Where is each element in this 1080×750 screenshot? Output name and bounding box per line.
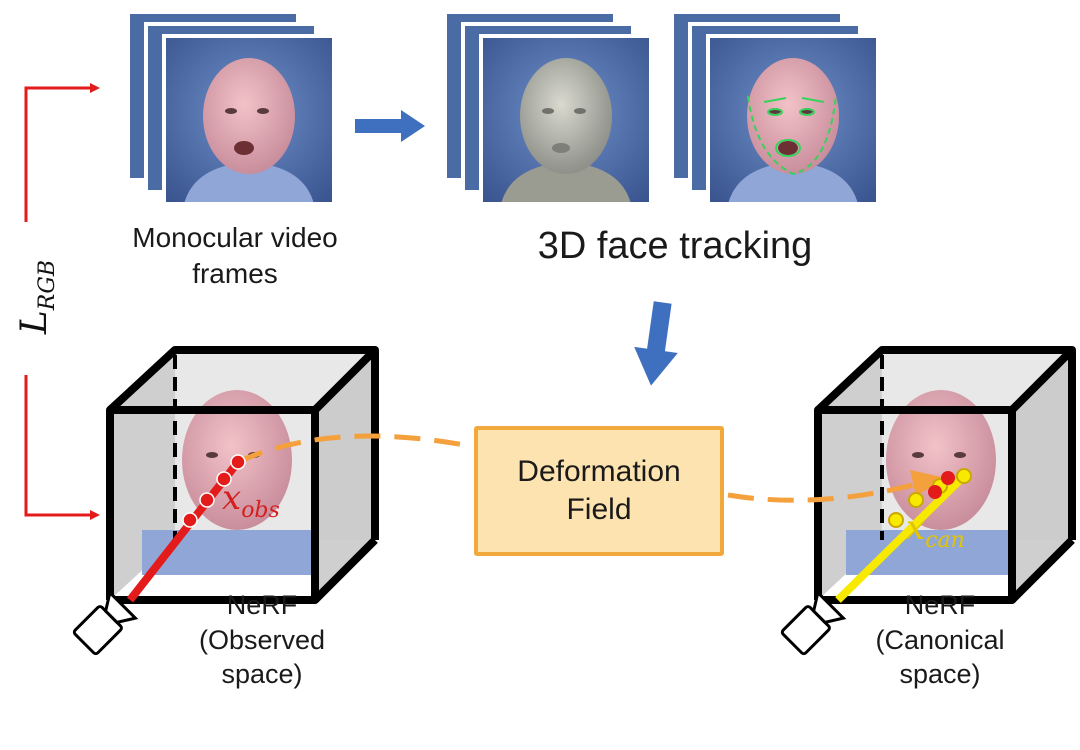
sample-point (230, 454, 246, 470)
x-can-label: xcan (906, 508, 965, 553)
deformation-line1: Deformation (517, 454, 681, 488)
loss-rgb-label: LRGB (4, 232, 70, 362)
sample-point (908, 492, 924, 508)
caption-video-line1: Monocular video (132, 222, 338, 253)
caption-video-line2: frames (192, 257, 278, 289)
sample-point (199, 492, 215, 508)
deformation-field-box: Deformation Field (474, 426, 724, 556)
tracking-landmarks-stack (670, 10, 880, 206)
x-obs-symbol: x (222, 478, 242, 518)
nerf-can-line2: (Canonical (875, 624, 1005, 655)
loss-arrow-bottom (24, 375, 100, 520)
caption-video-frames: Monocular video frames (80, 220, 390, 292)
loss-subscript: RGB (35, 259, 61, 311)
sample-point (182, 512, 198, 528)
sample-point (956, 468, 972, 484)
loss-arrow-top (24, 83, 100, 222)
landmark-frame-face (706, 34, 880, 206)
x-obs-sub: obs (241, 497, 280, 523)
x-can-symbol: x (906, 508, 926, 548)
x-can-sub: can (925, 527, 965, 553)
caption-nerf-canonical: NeRF (Canonical space) (840, 588, 1040, 692)
flow-arrow-down (634, 301, 678, 386)
nerf-canonical-cube (814, 346, 1076, 604)
caption-face-tracking: 3D face tracking (537, 225, 813, 267)
caption-nerf-observed: NeRF (Observed space) (162, 588, 362, 692)
x-obs-label: xobs (222, 478, 280, 523)
video-frames-stack (126, 10, 336, 206)
nerf-obs-line1: NeRF (226, 590, 298, 620)
dashed-curve-from-field (727, 479, 926, 503)
nerf-can-line1: NeRF (904, 590, 976, 620)
sample-point (941, 471, 955, 485)
sample-point (216, 471, 232, 487)
dashed-curve-arrowhead (910, 470, 946, 496)
camera-observed-icon (72, 589, 139, 656)
dashed-curve-to-field (236, 433, 471, 465)
nerf-obs-line3: space) (221, 659, 303, 690)
ray-observed (126, 454, 246, 603)
sample-point (928, 485, 942, 499)
flow-arrow-right (355, 110, 425, 142)
mesh-frame-face (479, 34, 653, 206)
ray-canonical (835, 468, 972, 603)
sample-point (888, 512, 904, 528)
nerf-obs-line2: (Observed (198, 624, 326, 655)
nerf-observed-cube (106, 346, 379, 604)
camera-canonical-icon (780, 589, 847, 656)
tracking-mesh-stack (443, 10, 653, 206)
nerf-can-line3: space) (899, 659, 981, 690)
loss-feedback-arrows (24, 83, 100, 520)
video-frame-face (162, 34, 336, 206)
loss-symbol: L (13, 310, 55, 335)
deformation-line2: Field (566, 493, 632, 526)
